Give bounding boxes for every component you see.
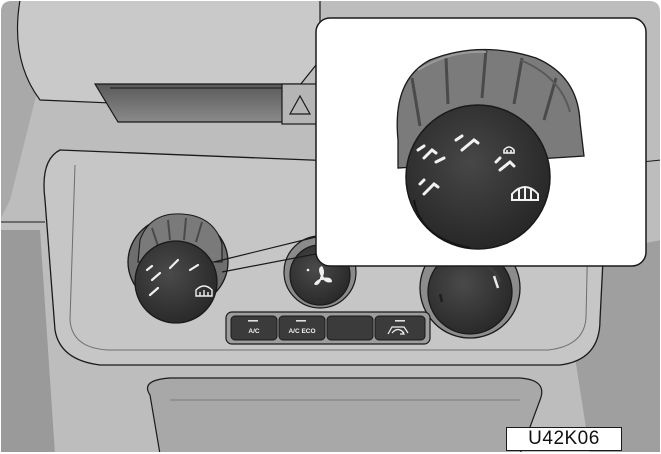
blank-button[interactable] [326, 315, 374, 341]
ac-button[interactable]: A/C [230, 315, 278, 341]
mode-knob[interactable] [127, 213, 229, 324]
mode-knob-magnified [396, 48, 585, 250]
callout-lines [213, 235, 327, 273]
fan-icon [314, 266, 332, 286]
magnified-inset [315, 17, 647, 267]
button-strip: A/C A/C ECO [225, 311, 431, 345]
ac-eco-button[interactable]: A/C ECO [278, 315, 326, 341]
recirculation-icon [387, 326, 409, 335]
ac-eco-button-label: A/C ECO [288, 328, 315, 335]
defrost-icon [511, 186, 539, 201]
ac-button-label: A/C [248, 328, 260, 335]
recirculation-button[interactable] [374, 315, 426, 341]
figure-code-label: U42K06 [506, 427, 622, 451]
